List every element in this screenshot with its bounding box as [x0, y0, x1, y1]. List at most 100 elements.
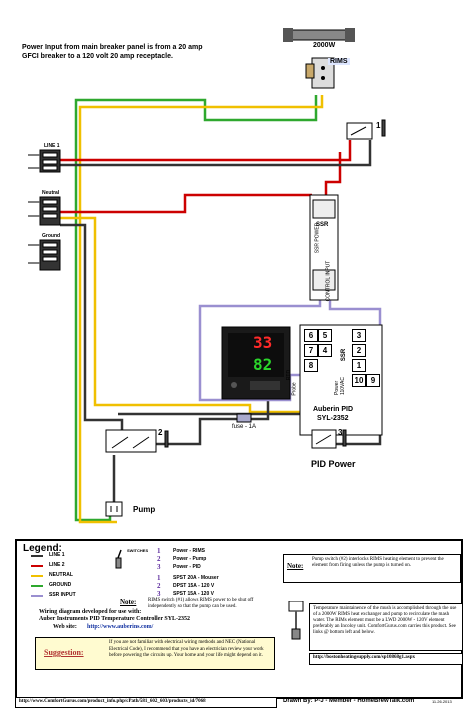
- switch-spec-1-num: 1: [157, 574, 161, 582]
- pid-terminal-6: 6: [304, 329, 318, 342]
- switch-list-2-desc: Power - Pump: [173, 556, 207, 562]
- bottom-right-url-box: http://bostonheatingsupply.com/sp10868g1…: [309, 653, 463, 665]
- switch-spec-2-num: 2: [157, 582, 161, 590]
- rims-label: RIMS: [328, 58, 350, 65]
- header-note-line2: GFCI breaker to a 120 volt 20 amp recept…: [22, 53, 173, 60]
- pid-brand: Auberin PID: [313, 406, 354, 413]
- ssr-label: SSR: [316, 222, 329, 228]
- bottom-right-url[interactable]: http://bostonheatingsupply.com/sp10868g1…: [313, 655, 415, 660]
- pid-power-switch-label: PID Power: [311, 459, 356, 469]
- bottom-left-url-box: http://www.ComfortGurus.com/product_info…: [15, 697, 277, 708]
- legend-swatch-neutral: [31, 575, 43, 577]
- line1-wire-2: [60, 223, 124, 430]
- pid-terminal-2: 2: [352, 344, 366, 357]
- switch-1-number: 1: [376, 121, 381, 130]
- pid-display-pv: 33: [253, 333, 273, 352]
- pid-controller-image: [221, 326, 291, 400]
- fuse-label: fuse - 1A: [232, 424, 257, 430]
- legend-wire-line2: LINE 2: [49, 562, 65, 568]
- terminal-block-line1: [39, 149, 61, 173]
- switch-list-3-num: 3: [157, 563, 161, 571]
- pid-terminal-8: 8: [304, 359, 318, 372]
- toggle-switch-icon: [114, 548, 123, 570]
- terminal-block-neutral: [39, 196, 61, 226]
- website-label: Web site:: [53, 624, 77, 630]
- pid-terminal-9: 9: [366, 374, 380, 387]
- pid-terminal-5: 5: [318, 329, 332, 342]
- switch-spec-1-desc: SPST 20A - Mouser: [173, 575, 219, 581]
- pid-model: SYL-2352: [317, 415, 349, 422]
- suggestion-label: Suggestion:: [44, 648, 84, 657]
- legend-wire-neutral: NEUTRAL: [49, 572, 73, 578]
- line1-wire-4: [153, 417, 238, 446]
- switch-list-1-desc: Power - RIMS: [173, 548, 205, 554]
- legend-swatch-line1: [31, 555, 43, 557]
- note-pump-text: Pump switch (#2) interlocks RIMS heating…: [312, 557, 444, 568]
- switch-2-number: 2: [158, 428, 163, 437]
- pid-terminal-1: 1: [352, 359, 366, 372]
- switch-3-number: 3: [338, 428, 343, 437]
- developed-line1: Wiring diagram developed for use with:: [39, 609, 142, 615]
- switch-2-icon: [105, 429, 169, 453]
- developed-line2: Auber Instruments PID Temperature Contro…: [39, 616, 191, 622]
- header-note-line1: Power Input from main breaker panel is f…: [22, 44, 203, 51]
- heater-wattage: 2000W: [313, 42, 336, 49]
- temperature-note-box: Temperature maintainence of the mush is …: [309, 603, 463, 651]
- pump-receptacle-icon: [105, 501, 123, 517]
- note-label-switch: Note:: [120, 598, 137, 606]
- line1-wire-1: [60, 140, 372, 167]
- switch-spec-3-num: 3: [157, 590, 161, 598]
- pid-terminal-3: 3: [352, 329, 366, 342]
- legend-swatch-line2: [31, 565, 43, 567]
- line2-wire-2: [324, 152, 342, 197]
- terminal-label-neutral: Neutral: [42, 190, 60, 196]
- switch-1-icon: [346, 119, 386, 140]
- pump-label: Pump: [133, 505, 156, 514]
- pid-terminal-4: 4: [318, 344, 332, 357]
- pump-note-box: Note: Pump switch (#2) interlocks RIMS h…: [283, 554, 461, 583]
- drawn-by: Drawn By: P-J - Member - HomeBrewTalk.co…: [283, 698, 415, 704]
- pid-probe-label: Probe: [291, 382, 298, 396]
- switch-3-icon: [311, 429, 347, 449]
- fuse-icon: [236, 413, 252, 423]
- line1-wire-3: [118, 412, 320, 430]
- website-link[interactable]: http://www.auberins.com/: [87, 624, 154, 630]
- legend-title: Legend:: [23, 543, 62, 554]
- legend-wire-ground: GROUND: [49, 582, 72, 588]
- pid-terminal-7: 7: [304, 344, 318, 357]
- switches-header: SWITCHES: [127, 548, 149, 553]
- switch-spec-3-desc: SPST 15A - 120 V: [173, 591, 214, 597]
- pid-power-label: Power 110VAC: [333, 377, 346, 395]
- temperature-note-text: Temperature maintainence of the mush is …: [313, 606, 457, 635]
- heater-element-icon: [283, 28, 355, 89]
- legend-wire-ssr: SSR INPUT: [49, 592, 76, 598]
- drawing-date: 11.26.2013: [432, 699, 452, 704]
- pid-rtd-label: RTD: [286, 369, 293, 381]
- switch-list-1-num: 1: [157, 547, 161, 555]
- legend-swatch-ground: [31, 585, 43, 587]
- terminal-block-ground: [39, 239, 61, 271]
- note-label-pump: Note:: [287, 562, 304, 570]
- ssr-text-control: CONTROL INPUT: [325, 260, 332, 302]
- pid-ssr-label: SSR: [341, 348, 348, 362]
- ssr-device: [309, 194, 339, 301]
- line2-wire-1: [60, 140, 352, 162]
- legend-panel: Legend: LINE 1 LINE 2 NEUTRAL GROUND SSR…: [15, 539, 463, 699]
- switch-list-2-num: 2: [157, 555, 161, 563]
- legend-wire-line1: LINE 1: [49, 552, 65, 558]
- suggestion-text: If you are not familiar with electrical …: [109, 640, 264, 658]
- note-switch-text: RIMS switch (#1) allows RIMS power to be…: [148, 598, 254, 609]
- terminal-label-line1: LINE 1: [44, 143, 60, 149]
- pid-display-sv: 82: [253, 355, 273, 374]
- suggestion-box: Suggestion: If you are not familiar with…: [35, 637, 275, 670]
- pid-terminal-10: 10: [352, 374, 366, 387]
- terminal-label-ground: Ground: [42, 233, 61, 239]
- ground-wire: [74, 95, 318, 522]
- line2-wire-3: [60, 193, 312, 214]
- switch-list-3-desc: Power - PID: [173, 564, 201, 570]
- switch-spec-2-desc: DPST 15A - 120 V: [173, 583, 215, 589]
- rims-note-icon: [287, 600, 305, 641]
- legend-swatch-ssr: [31, 595, 43, 597]
- bottom-left-url[interactable]: http://www.ComfortGurus.com/product_info…: [19, 699, 206, 704]
